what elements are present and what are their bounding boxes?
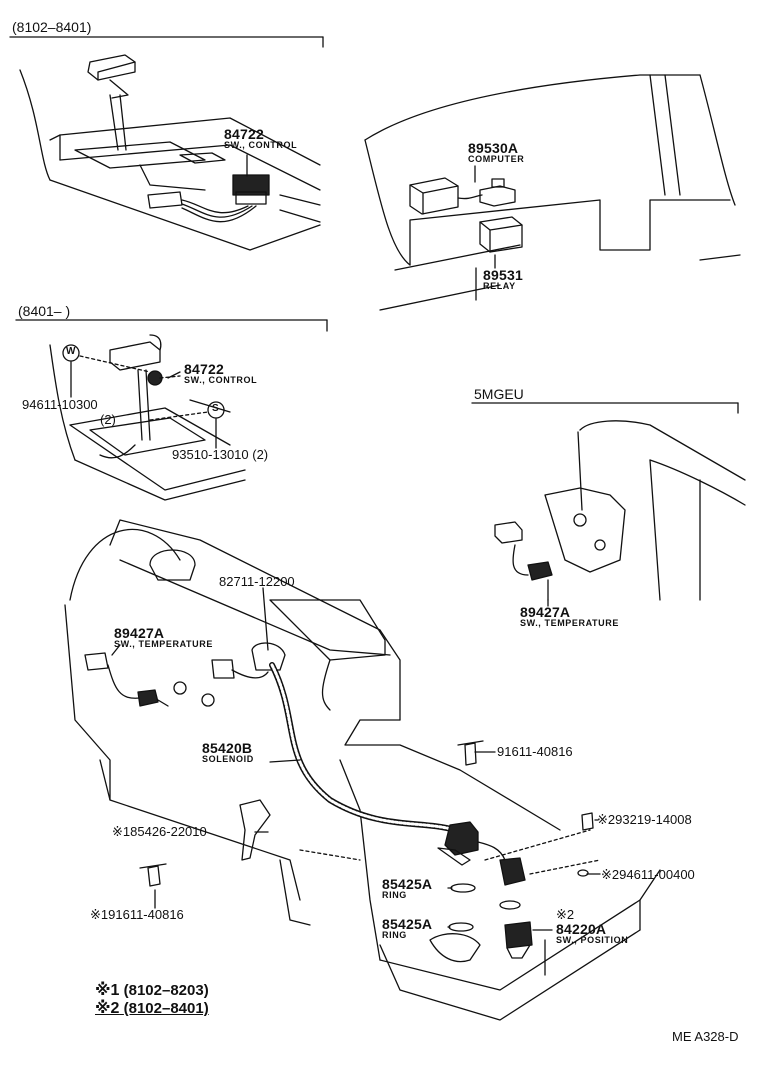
leader-lines-mid-solid [70,361,217,449]
section-bracket-mid-left [15,319,328,332]
part-description: SW., CONTROL [184,375,258,385]
part-label-294611-00400: ※294611-00400 [601,867,695,882]
section-header-8102-8401: (8102–8401) [12,19,92,35]
leader-lines-dashed [299,829,601,875]
part-label-84220a: 84220A SW., POSITION [556,922,628,945]
note-mark: ※2 [95,1000,120,1017]
part-number: 84722 [224,126,264,142]
note-2: ※2 (8102–8401) [95,1000,209,1018]
diagram-code: ME A328-D [672,1029,739,1044]
screw-w-marker [62,344,80,362]
part-label-94611-10300: 94611-10300 [22,397,98,412]
part-label-89427a-right: 89427A SW., TEMPERATURE [520,605,619,628]
note-text: (8102–8401) [123,1000,209,1017]
screw-s-marker [207,401,225,419]
part-description: SW., POSITION [556,935,629,945]
note-mark: ※1 [95,982,120,999]
part-description: RING [382,890,407,900]
part-label-82711-12200: 82711-12200 [219,574,295,589]
part-description: SW., TEMPERATURE [114,639,213,649]
part-description: COMPUTER [468,154,525,164]
section-bracket-top-left [9,36,324,48]
leader-lines-mid [79,355,209,421]
part-number: 89530A [468,140,519,156]
section-header-5mgeu: 5MGEU [474,386,524,402]
quantity-label: (2) [100,412,116,427]
part-number: 84722 [184,361,224,377]
marker-w-label: W [66,346,76,357]
part-label-89427a-left: 89427A SW., TEMPERATURE [114,626,213,649]
part-number: 89427A [114,625,165,641]
console-shifter-drawing [19,54,321,251]
leader-lines [111,154,601,976]
engine-corner-drawing [494,420,746,601]
part-label-89531: 89531 RELAY [483,268,523,291]
part-number: 85425A [382,876,433,892]
part-label-89530a: 89530A COMPUTER [468,141,524,164]
note-1: ※1 (8102–8203) [95,982,209,1000]
part-label-93510-13010: 93510-13010 (2) [172,447,269,462]
console-section-drawing [49,334,246,501]
applicability-notes: ※1 (8102–8203) ※2 (8102–8401) [95,982,209,1018]
part-mark-84220a: ※2 [556,907,575,922]
part-label-85420b: 85420B SOLENOID [202,741,254,764]
part-label-85425a-1: 85425A RING [382,877,432,900]
part-description: SW., TEMPERATURE [520,618,619,628]
part-label-293219-14008: ※293219-14008 [597,812,692,827]
part-number: 85420B [202,740,253,756]
part-label-84722-mid: 84722 SW., CONTROL [184,362,257,385]
section-header-8401: (8401– ) [18,303,71,319]
part-number: 84220A [556,921,607,937]
part-number: 85425A [382,916,433,932]
part-description: RELAY [483,281,516,291]
part-description: SW., CONTROL [224,140,298,150]
section-bracket-right [471,402,739,414]
note-text: (8102–8203) [123,982,209,999]
part-description: SOLENOID [202,754,254,764]
part-number: 89427A [520,604,571,620]
marker-s-label: S [212,403,219,414]
part-label-84722-top: 84722 SW., CONTROL [224,127,297,150]
part-label-91611-40816: 91611-40816 [497,744,573,759]
part-number: 89531 [483,267,523,283]
part-label-185426-22010: ※185426-22010 [112,824,207,839]
part-description: RING [382,930,407,940]
dashboard-drawing [364,74,741,311]
part-label-191611-40816: ※191611-40816 [90,907,184,922]
engine-block-drawing [64,519,661,1021]
part-label-85425a-2: 85425A RING [382,917,432,940]
